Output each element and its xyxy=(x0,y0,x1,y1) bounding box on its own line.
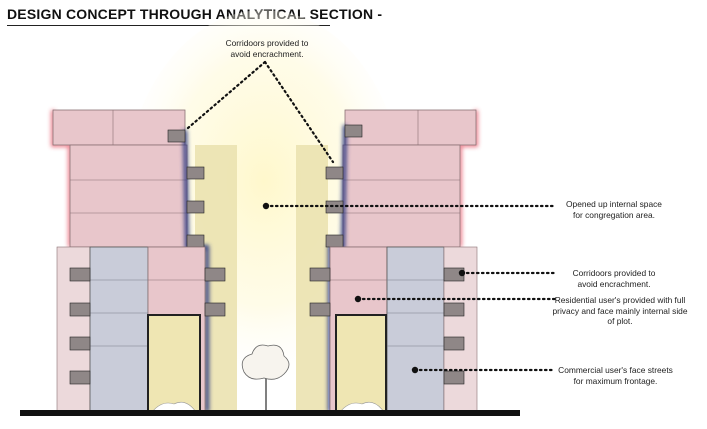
leader-top-right xyxy=(263,60,335,164)
annotation-residential: Residential user's provided with full pr… xyxy=(552,295,688,326)
annotation-internal-space: Opened up internal space for congregatio… xyxy=(566,199,662,220)
left-building xyxy=(51,109,226,413)
ground-line xyxy=(20,410,520,416)
left-retail-bay xyxy=(147,314,201,413)
leader-top-left xyxy=(186,60,267,130)
annotation-right-corridors: Corridoors provided to avoid encrachment… xyxy=(572,268,656,289)
annotation-commercial: Commercial user's face streets for maxim… xyxy=(558,365,673,386)
title-underline xyxy=(7,25,330,26)
courtyard-tree xyxy=(241,344,290,412)
annotation-top-corridors: Corridoors provided to avoid encrachment… xyxy=(225,38,309,59)
right-building xyxy=(309,109,478,413)
right-retail-bay xyxy=(335,314,387,413)
